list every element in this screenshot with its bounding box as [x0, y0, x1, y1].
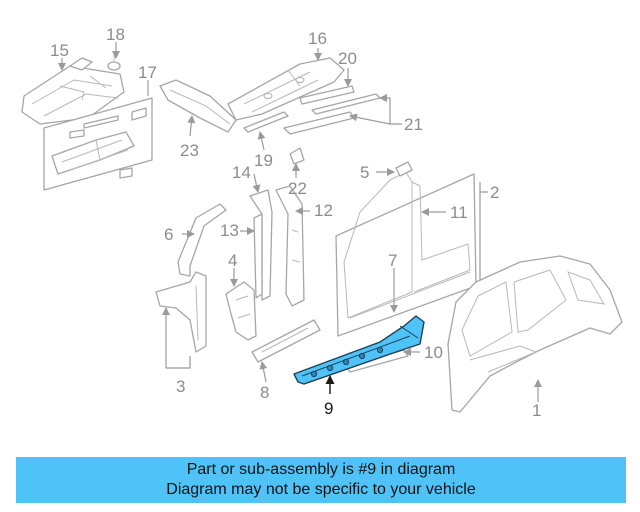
callout-11: 11	[450, 203, 468, 222]
part-8-rocker-reinforcement	[251, 319, 321, 363]
part-18-plug	[107, 52, 121, 71]
part-1-body-side-assembly	[447, 255, 623, 413]
callout-4: 4	[228, 251, 237, 270]
callout-20: 20	[338, 49, 357, 68]
callout-1: 1	[532, 401, 541, 420]
leader-lines	[58, 42, 542, 402]
part-19-brace	[243, 111, 289, 133]
part-4-pillar-lower	[225, 281, 257, 341]
callout-5: 5	[360, 163, 369, 182]
callout-13: 13	[220, 221, 239, 240]
part-20-reinforcement	[299, 85, 355, 105]
callout-18: 18	[106, 25, 125, 44]
callout-15: 15	[50, 41, 69, 60]
part-16-front-floor	[227, 57, 345, 121]
callout-10: 10	[424, 343, 443, 362]
callout-9-highlighted: 9	[324, 399, 333, 418]
part-23-side-member	[159, 79, 237, 133]
callout-14: 14	[232, 163, 251, 182]
banner-line-1: Part or sub-assembly is #9 in diagram	[186, 461, 456, 478]
part-21-sill-strips	[283, 93, 381, 135]
callout-12: 12	[314, 201, 333, 220]
callout-17: 17	[138, 63, 157, 82]
info-banner-background	[16, 457, 626, 503]
part-17-floor-members	[43, 97, 153, 191]
callout-21: 21	[404, 115, 423, 134]
part-15-rear-floor	[21, 57, 125, 125]
part-9-highlighted-rocker	[293, 315, 425, 385]
callout-2: 2	[490, 183, 499, 202]
part-22-bracket	[289, 147, 305, 165]
callout-6: 6	[164, 225, 173, 244]
part-6-pillar-reinforcement	[177, 203, 227, 277]
callout-16: 16	[308, 29, 327, 48]
part-5-bracket	[395, 161, 413, 177]
part-3-hinge-pillar	[155, 271, 207, 353]
callout-23: 23	[180, 141, 199, 160]
callout-19: 19	[254, 151, 273, 170]
part-12-center-pillar	[275, 185, 305, 307]
callout-labels: 15 18 17 16 20 21 19 23 22 14 13 6 12 4 …	[50, 25, 541, 420]
callout-8: 8	[260, 383, 269, 402]
callout-3: 3	[176, 377, 185, 396]
banner-line-2: Diagram may not be specific to your vehi…	[166, 481, 476, 498]
callout-7: 7	[388, 251, 397, 270]
part-13-pillar-inner	[253, 213, 263, 299]
callout-22: 22	[288, 179, 307, 198]
info-banner: Part or sub-assembly is #9 in diagram Di…	[16, 457, 626, 503]
